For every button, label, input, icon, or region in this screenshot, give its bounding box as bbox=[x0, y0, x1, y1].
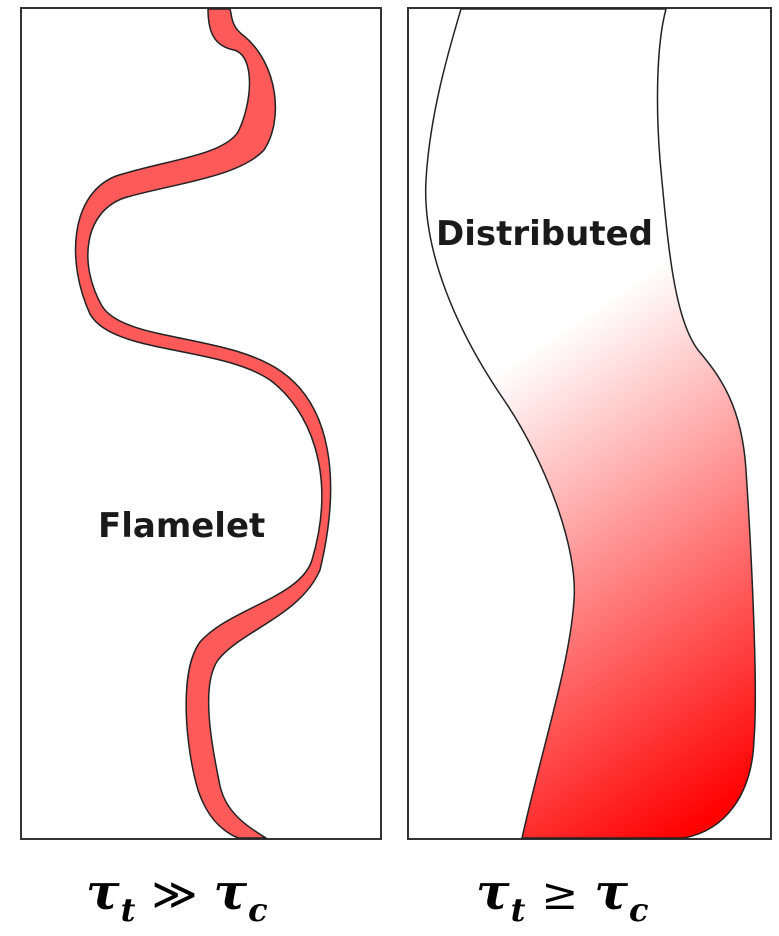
greater-or-equal-operator: ≥ bbox=[541, 869, 578, 920]
flamelet-label: Flamelet bbox=[98, 506, 265, 546]
subscript-t: t bbox=[511, 891, 526, 929]
subscript-c: c bbox=[248, 891, 267, 929]
tau-symbol: τ bbox=[214, 862, 248, 921]
subscript-t: t bbox=[121, 891, 136, 929]
subscript-c: c bbox=[629, 891, 648, 929]
much-greater-than-operator: ≫ bbox=[151, 869, 197, 920]
tau-symbol: τ bbox=[86, 862, 120, 921]
distributed-label: Distributed bbox=[436, 214, 653, 254]
tau-symbol: τ bbox=[594, 862, 628, 921]
tau-symbol: τ bbox=[476, 862, 510, 921]
